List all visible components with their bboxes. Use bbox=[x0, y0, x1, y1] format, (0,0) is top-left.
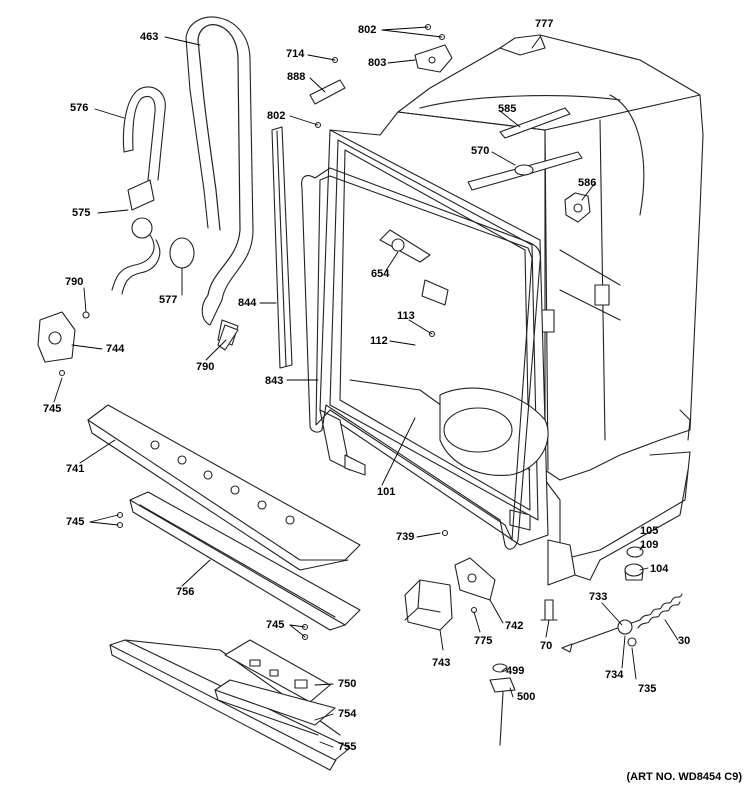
part-label-802: 802 bbox=[267, 110, 286, 122]
pulley-screw bbox=[627, 637, 637, 647]
leveling-leg bbox=[540, 599, 558, 621]
pulley bbox=[617, 619, 633, 635]
part-label-777: 777 bbox=[535, 18, 554, 30]
part-label-105: 105 bbox=[640, 525, 659, 537]
part-label-775: 775 bbox=[474, 635, 493, 647]
part-label-802: 802 bbox=[358, 24, 377, 36]
upper-spray-arm bbox=[467, 107, 583, 191]
part-label-744: 744 bbox=[106, 343, 125, 355]
control-board bbox=[224, 639, 331, 703]
part-label-113: 113 bbox=[397, 310, 415, 322]
mount-bracket bbox=[454, 557, 496, 601]
part-label-755: 755 bbox=[338, 741, 357, 753]
part-label-500: 500 bbox=[517, 691, 536, 703]
part-label-575: 575 bbox=[72, 207, 91, 219]
tub-front-frame bbox=[319, 129, 549, 546]
hose-bracket bbox=[111, 179, 161, 295]
float-assembly bbox=[489, 663, 516, 746]
control-module bbox=[404, 579, 453, 631]
toe-kick bbox=[129, 491, 361, 631]
drain-hose bbox=[185, 16, 254, 346]
part-label-101: 101 bbox=[377, 486, 396, 498]
part-label-745: 745 bbox=[43, 403, 62, 415]
part-label-844: 844 bbox=[238, 297, 257, 309]
side-gasket bbox=[271, 126, 293, 369]
nut bbox=[624, 563, 644, 581]
part-label-803: 803 bbox=[368, 57, 387, 69]
art-number: (ART NO. WD8454 C9) bbox=[626, 771, 742, 783]
hose-end bbox=[217, 324, 239, 351]
part-label-750: 750 bbox=[338, 678, 357, 690]
part-label-70: 70 bbox=[540, 640, 553, 652]
part-label-735: 735 bbox=[638, 683, 657, 695]
part-label-112: 112 bbox=[370, 335, 388, 347]
part-label-843: 843 bbox=[265, 375, 284, 387]
part-label-586: 586 bbox=[578, 177, 597, 189]
part-label-499: 499 bbox=[506, 665, 525, 677]
part-label-576: 576 bbox=[70, 102, 89, 114]
part-label-741: 741 bbox=[66, 463, 85, 475]
leader-lines bbox=[53, 26, 679, 748]
float-switch bbox=[414, 44, 453, 73]
part-label-745: 745 bbox=[266, 619, 285, 631]
part-label-585: 585 bbox=[498, 103, 517, 115]
part-label-745: 745 bbox=[66, 516, 85, 528]
inlet-hose bbox=[122, 86, 166, 181]
part-label-109: 109 bbox=[640, 539, 659, 551]
part-label-577: 577 bbox=[159, 294, 178, 306]
part-label-790: 790 bbox=[196, 361, 215, 373]
part-label-463: 463 bbox=[140, 31, 159, 43]
part-label-734: 734 bbox=[605, 669, 624, 681]
part-label-756: 756 bbox=[176, 586, 195, 598]
tub bbox=[329, 34, 704, 586]
vent-fan bbox=[391, 238, 405, 252]
water-valve bbox=[37, 311, 76, 363]
sensor-bracket bbox=[309, 79, 346, 105]
part-label-104: 104 bbox=[650, 563, 669, 575]
part-label-754: 754 bbox=[338, 708, 357, 720]
wash-arm-mount bbox=[564, 192, 591, 223]
part-label-739: 739 bbox=[396, 531, 415, 543]
board-housing bbox=[214, 679, 336, 736]
part-label-570: 570 bbox=[471, 145, 490, 157]
door-gasket bbox=[301, 167, 541, 550]
insulation-panel bbox=[87, 404, 361, 571]
door-spring bbox=[637, 593, 683, 629]
part-label-30: 30 bbox=[678, 635, 691, 647]
hose-clamp bbox=[169, 237, 195, 269]
part-label-888: 888 bbox=[287, 71, 306, 83]
part-label-743: 743 bbox=[432, 657, 451, 669]
grommet bbox=[626, 546, 644, 558]
part-label-742: 742 bbox=[505, 620, 524, 632]
part-label-790: 790 bbox=[65, 276, 84, 288]
part-label-733: 733 bbox=[589, 591, 608, 603]
part-label-714: 714 bbox=[286, 48, 305, 60]
screws bbox=[58, 23, 478, 641]
part-label-654: 654 bbox=[371, 268, 390, 280]
